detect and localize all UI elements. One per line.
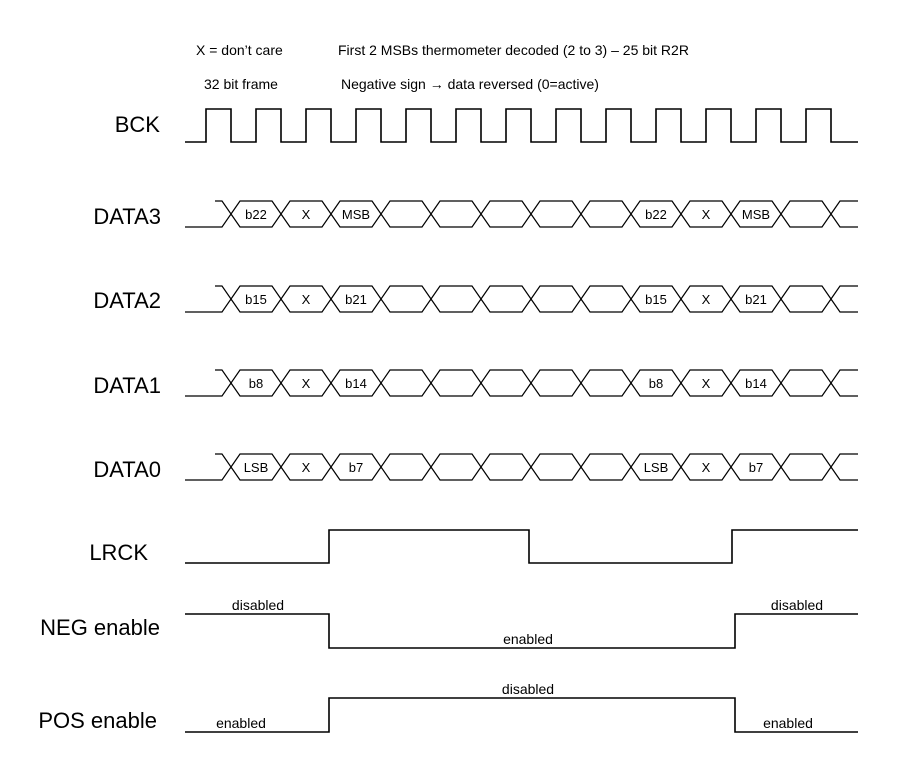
data1-cell-2: b14 [345, 376, 367, 391]
data3-cell-2: MSB [342, 207, 370, 222]
neg-enable-waveform [185, 613, 858, 649]
neg-enable-label: NEG enable [40, 615, 160, 640]
data1-cell-8: b8 [649, 376, 663, 391]
data2-cell-9: X [702, 292, 711, 307]
data0-cell-8: LSB [644, 460, 669, 475]
pos-state-disabled: disabled [502, 681, 554, 697]
data3-cell-0: b22 [245, 207, 267, 222]
lrck-label: LRCK [89, 540, 148, 565]
data0-cell-0: LSB [244, 460, 269, 475]
data3-label: DATA3 [93, 204, 161, 229]
frame-note: 32 bit frame [204, 76, 278, 92]
data2-label: DATA2 [93, 288, 161, 313]
pos-state-enabled-left: enabled [216, 715, 266, 731]
data2-cell-10: b21 [745, 292, 767, 307]
data3-bus-outline [185, 200, 858, 228]
data1-cell-0: b8 [249, 376, 263, 391]
neg-state-disabled-right: disabled [771, 597, 823, 613]
data1-bus-outline [185, 369, 858, 397]
data1-label: DATA1 [93, 373, 161, 398]
data2-bus-outline [185, 285, 858, 313]
data2-cell-1: X [302, 292, 311, 307]
data0-cell-1: X [302, 460, 311, 475]
data2-cell-2: b21 [345, 292, 367, 307]
data1-cell-1: X [302, 376, 311, 391]
data3-cell-10: MSB [742, 207, 770, 222]
neg-state-disabled-left: disabled [232, 597, 284, 613]
data0-cell-9: X [702, 460, 711, 475]
data3-cell-1: X [302, 207, 311, 222]
data0-cell-2: b7 [349, 460, 363, 475]
pos-enable-waveform [185, 697, 858, 733]
dont-care-note: X = don’t care [196, 42, 283, 58]
data1-cell-9: X [702, 376, 711, 391]
data3-cell-8: b22 [645, 207, 667, 222]
data0-label: DATA0 [93, 457, 161, 482]
negative-sign-note: Negative sign → data reversed (0=active) [341, 76, 599, 92]
data1-cell-10: b14 [745, 376, 767, 391]
data2-cell-0: b15 [245, 292, 267, 307]
data3-cell-9: X [702, 207, 711, 222]
data3-waveform: b22 X MSB b22 X MSB [185, 200, 858, 228]
pos-enable-label: POS enable [38, 708, 157, 733]
data2-cell-8: b15 [645, 292, 667, 307]
data0-bus-outline [185, 453, 858, 481]
pos-state-enabled-right: enabled [763, 715, 813, 731]
bck-label: BCK [115, 112, 161, 137]
lrck-waveform [185, 529, 858, 564]
bck-waveform [185, 108, 858, 143]
data0-cell-10: b7 [749, 460, 763, 475]
neg-state-enabled: enabled [503, 631, 553, 647]
decoding-note: First 2 MSBs thermometer decoded (2 to 3… [338, 42, 689, 58]
